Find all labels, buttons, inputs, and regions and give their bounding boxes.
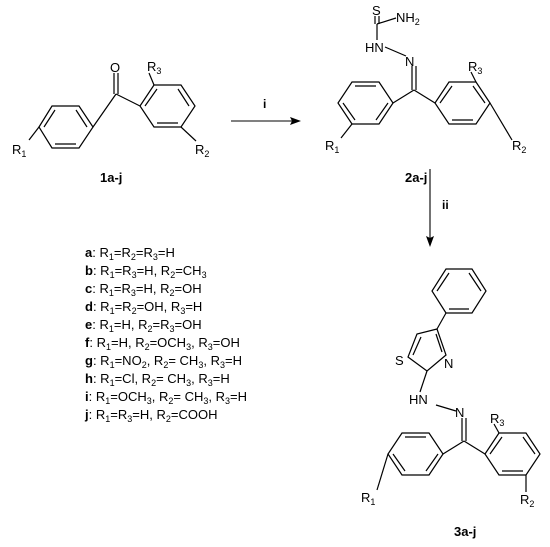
compound-1-left-ring-double-bonds — [43, 109, 88, 145]
compound-2-nh-n-bond — [384, 46, 407, 57]
legend-row-c: c: R1=R3=H, R2=OH — [85, 281, 202, 298]
compound-3-label: 3a-j — [454, 524, 476, 539]
compound-2-right-ring — [434, 81, 491, 125]
compound-1-left-ring — [38, 105, 94, 149]
compound-1-label: 1a-j — [100, 170, 122, 185]
legend-row-a: a: R1=R2=R3=H — [85, 245, 175, 262]
legend-row-e: e: R1=H, R2=R3=OH — [85, 317, 202, 334]
compound-2-c-nh2-bond — [376, 17, 397, 25]
compound-3-thiazole-double-1 — [412, 336, 422, 356]
compound-3-nh-n-bond — [435, 404, 457, 412]
compound-3-left-ring-double-bonds — [392, 436, 439, 472]
legend-row-f: f: R1=H, R2=OCH3, R3=OH — [85, 335, 240, 352]
compound-1-carbonyl-bond-left — [92, 93, 117, 128]
compound-2-r1-bond — [340, 123, 353, 139]
step-ii-arrowhead — [426, 236, 434, 247]
compound-2-nh2-label: NH2 — [396, 10, 420, 27]
compound-2-r3-bond — [470, 71, 477, 83]
compound-2-right-ring-double-bonds — [439, 85, 486, 121]
legend-row-j: j: R1=R3=H, R2=COOH — [84, 407, 217, 424]
compound-2-left-ring — [337, 81, 394, 125]
compound-1-r1-label: R1 — [12, 142, 26, 159]
compound-3-structure — [376, 268, 541, 492]
legend-row-h: h: R1=Cl, R2= CH3, R3=H — [85, 371, 230, 388]
compound-3-thiazole-n-label: N — [444, 356, 453, 371]
compound-1-r3-bond — [148, 72, 155, 86]
legend-row-b: b: R1=R3=H, R2=CH3 — [85, 263, 207, 280]
compound-2-n-label: N — [405, 54, 414, 69]
compound-3-thiazole-ring — [407, 328, 447, 372]
compound-1-right-ring — [139, 84, 196, 128]
compound-2-c-right-bond — [413, 89, 436, 104]
compound-3-thiazole-double-2 — [435, 333, 443, 353]
legend-row-i: i: R1=OCH3, R2= CH3, R3=H — [85, 389, 247, 406]
compound-1-r2-label: R2 — [195, 142, 209, 159]
compound-2-sulfur-label: S — [372, 3, 381, 18]
compound-3-c-right-bond — [463, 440, 486, 455]
compound-3-c-nh-bond — [419, 370, 428, 393]
compound-3-r2-label: R2 — [520, 492, 534, 509]
step-ii-label: ii — [442, 198, 449, 212]
compound-3-r3-bond — [493, 423, 500, 434]
compound-2-label: 2a-j — [405, 170, 427, 185]
compound-1-oxygen-label: O — [110, 60, 120, 75]
compound-2-r3-label: R3 — [468, 59, 482, 76]
compound-1-carbonyl-bond-right — [115, 93, 141, 107]
compound-3-hn-label: HN — [409, 392, 428, 407]
compound-1-r2-bond — [180, 126, 197, 142]
compound-3-r1-label: R1 — [361, 490, 375, 507]
compound-1-right-ring-double-bonds — [144, 88, 190, 124]
step-i-arrowhead — [290, 117, 301, 125]
legend-row-d: d: R1=R2=OH, R3=H — [85, 299, 202, 316]
compound-2-hn-label: HN — [365, 40, 384, 55]
compound-3-right-ring — [484, 432, 541, 476]
compound-1-structure — [28, 72, 197, 149]
compound-2-r2-bond — [489, 102, 513, 141]
compound-3-c-left-bond — [442, 440, 465, 455]
compound-3-sulfur-label: S — [395, 353, 404, 368]
compound-3-right-ring-double-bonds — [489, 436, 536, 472]
compound-1-r3-label: R3 — [147, 59, 161, 76]
compound-3-phenyl-thiazole-bond — [436, 312, 447, 330]
compound-2-r1-label: R1 — [325, 138, 339, 155]
compound-2-c-left-bond — [392, 89, 415, 104]
compound-3-n-label: N — [455, 405, 464, 420]
compound-3-phenyl-double-bonds — [436, 272, 482, 310]
compound-3-left-ring — [387, 432, 444, 476]
compound-2-left-ring-double-bonds — [342, 85, 389, 121]
compound-3-r3-label: R3 — [490, 411, 504, 428]
step-i-label: i — [263, 97, 266, 111]
compound-2-r2-label: R2 — [512, 138, 526, 155]
compound-1-r1-bond — [28, 126, 40, 141]
legend-row-g: g: R1=NO2, R2= CH3, R3=H — [85, 353, 242, 370]
compound-2-structure — [337, 16, 513, 141]
compound-3-phenyl-ring — [431, 268, 487, 314]
compound-3-r1-bond — [376, 453, 389, 491]
substituent-legend: a: R1=R2=R3=H b: R1=R3=H, R2=CH3 c: R1=R… — [84, 245, 247, 424]
